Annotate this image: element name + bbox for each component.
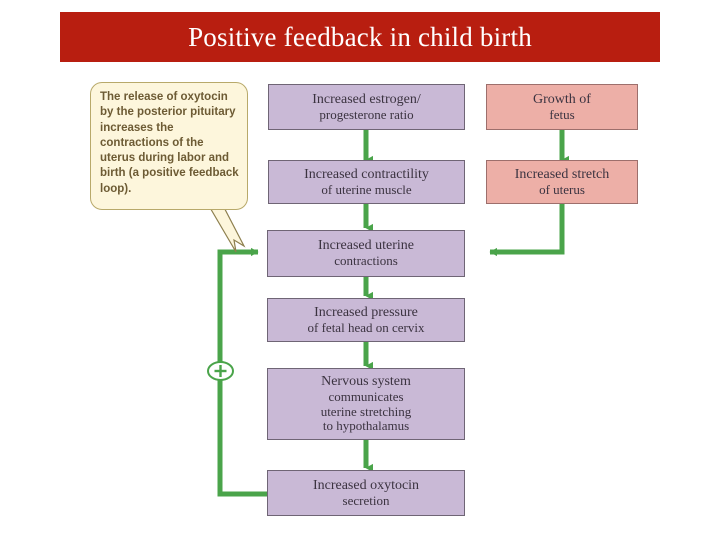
node-line-1: Increased estrogen/ — [312, 91, 421, 107]
node-increased-pressure-of-fetal-head-on-cervix: Increased pressure of fetal head on cerv… — [267, 298, 465, 342]
node-line-2: progesterone ratio — [319, 106, 414, 122]
node-growth-of-fetus: Growth of fetus — [486, 84, 638, 130]
node-increased-oxytocin-secretion: Increased oxytocin secretion — [267, 470, 465, 516]
callout-text: The release of oxytocin by the posterior… — [100, 91, 239, 195]
node-line-2: of uterine muscle — [321, 181, 412, 197]
node-line-1: Increased pressure — [314, 304, 418, 320]
node-line-2: of uterus — [539, 181, 585, 197]
node-line-2: fetus — [549, 106, 575, 122]
node-line-2: of fetal head on cervix — [307, 319, 425, 335]
node-line-1: Growth of — [533, 91, 591, 107]
page-title: Positive feedback in child birth — [188, 21, 532, 52]
node-nervous-system-communicates-to-hypothalamus: Nervous system communicates uterine stre… — [267, 368, 465, 440]
title-banner: Positive feedback in child birth — [60, 12, 660, 62]
node-increased-stretch-of-uterus: Increased stretch of uterus — [486, 160, 638, 204]
node-line-1: Increased contractility — [304, 166, 429, 182]
node-increased-estrogen-progesterone-ratio: Increased estrogen/ progesterone ratio — [268, 84, 465, 130]
flowchart: The release of oxytocin by the posterior… — [0, 62, 720, 540]
node-increased-uterine-contractions: Increased uterine contractions — [267, 230, 465, 277]
node-line-3: uterine stretching — [320, 403, 412, 419]
node-line-1: Nervous system — [321, 373, 411, 389]
node-line-1: Increased stretch — [514, 166, 610, 182]
node-line-4: to hypothalamus — [322, 418, 410, 434]
node-line-2: secretion — [342, 492, 390, 508]
positive-feedback-plus-icon — [207, 361, 234, 381]
node-increased-contractility-of-uterine-muscle: Increased contractility of uterine muscl… — [268, 160, 465, 204]
node-line-1: Increased uterine — [318, 238, 414, 254]
edge-stretch-to-contractions — [489, 204, 565, 257]
node-line-1: Increased oxytocin — [312, 477, 420, 493]
node-line-2: contractions — [334, 253, 398, 269]
node-line-2: communicates — [328, 388, 404, 404]
callout-box: The release of oxytocin by the posterior… — [90, 82, 248, 210]
